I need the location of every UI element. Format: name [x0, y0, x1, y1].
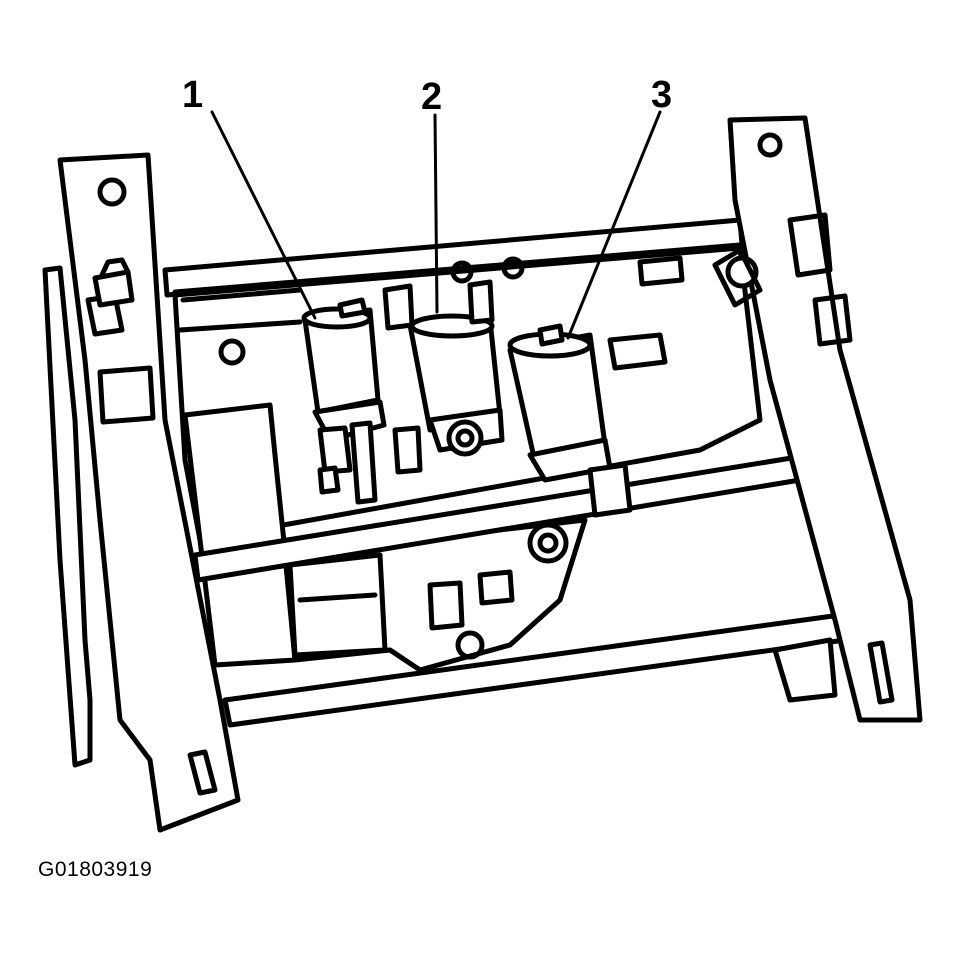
leader-lines: [210, 110, 662, 340]
left-seat-track: [42, 152, 241, 833]
leader-line-1: [210, 110, 317, 320]
callout-1: 1: [182, 74, 204, 116]
leader-line-2: [433, 113, 439, 314]
motor-1: [301, 297, 387, 505]
motor-2: [382, 279, 505, 475]
motor-3: [507, 323, 668, 518]
lower-bracket: [282, 517, 588, 673]
right-seat-track: [712, 115, 923, 723]
callout-3: 3: [651, 74, 673, 116]
leader-line-3: [566, 110, 662, 340]
figure-id: G01803919: [38, 858, 153, 881]
callout-2: 2: [421, 76, 443, 118]
